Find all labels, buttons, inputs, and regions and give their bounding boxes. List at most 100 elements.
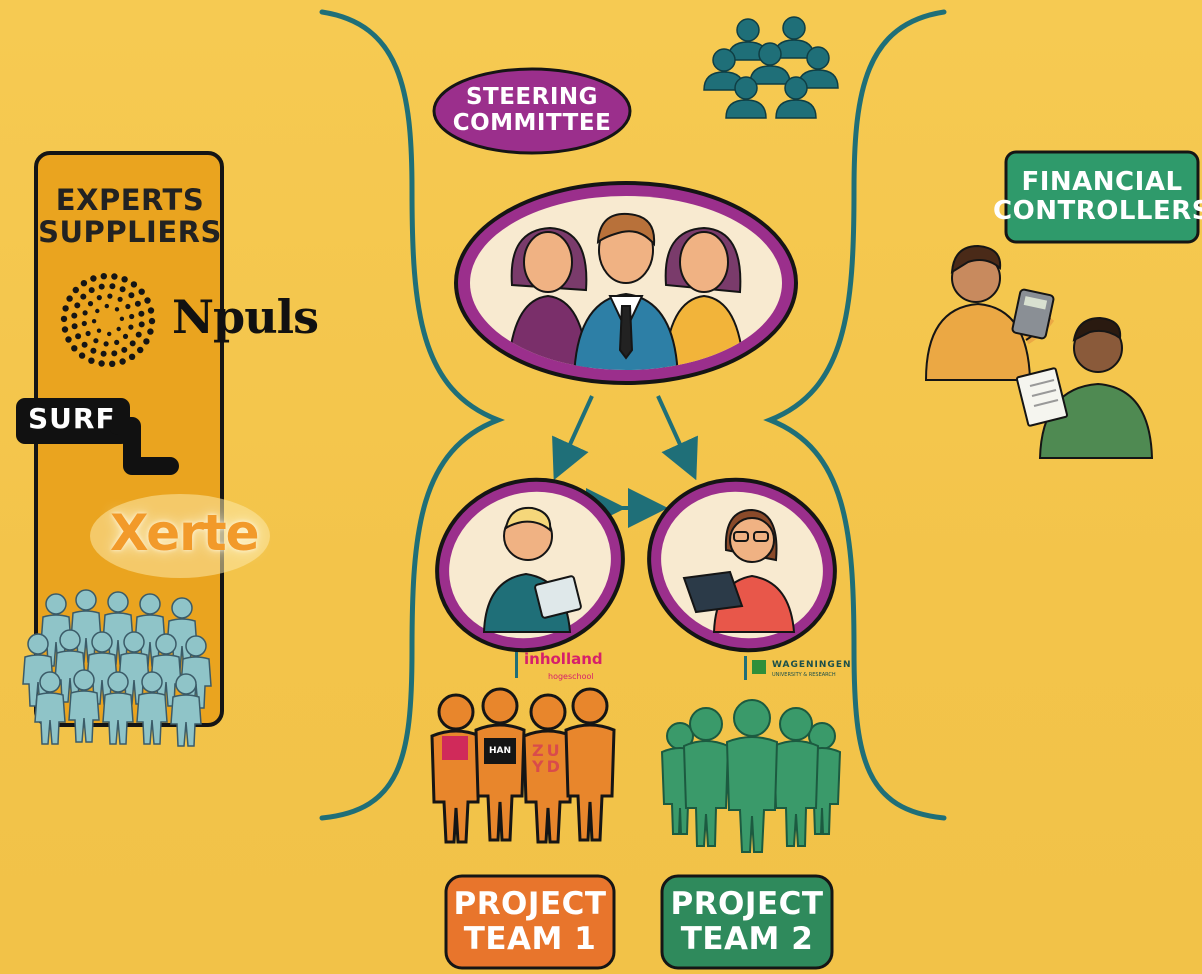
sunburst-dot: [121, 346, 128, 353]
project-team-1-line1: PROJECT: [453, 886, 607, 923]
sunburst-dot: [100, 350, 107, 357]
sunburst-dot: [109, 283, 116, 290]
sunburst-dot: [87, 301, 94, 307]
steering-committee-portrait-icon: [454, 181, 798, 385]
xerte-glow: [90, 494, 270, 578]
calculator-icon: [1011, 288, 1055, 340]
sunburst-dot: [111, 350, 118, 357]
sunburst-dot: [81, 341, 88, 348]
sunburst-dot: [62, 305, 69, 312]
project-team-2-badge: [660, 874, 834, 970]
sunburst-dot: [114, 307, 120, 312]
sunburst-dot: [121, 276, 128, 283]
sunburst-dot: [88, 287, 95, 294]
project-lead-1-icon: [435, 477, 625, 653]
sunburst-dot: [128, 324, 134, 330]
sunburst-dot: [65, 336, 72, 343]
right-brace: [763, 9, 947, 821]
sunburst-dot: [72, 286, 79, 294]
project-team-2-line1: PROJECT: [670, 886, 824, 923]
sunburst-dot: [129, 313, 135, 320]
financial-controllers-badge: [1004, 150, 1200, 244]
sunburst-dot: [78, 352, 86, 359]
financial-line2: CONTROLLERS: [993, 196, 1202, 226]
steering-line1: STEERING: [465, 84, 599, 111]
sunburst-dot: [119, 286, 126, 293]
zuyd-logo: ZU YD: [532, 743, 566, 775]
wageningen-subtitle: UNIVERSITY & RESEARCH: [772, 672, 836, 678]
sunburst-dot: [98, 283, 105, 290]
sunburst-dot: [117, 296, 123, 302]
financial-controller-2-icon: [1038, 316, 1154, 459]
sunburst-dot: [122, 333, 129, 339]
sunburst-dot: [98, 360, 105, 367]
inholland-logo: inholland: [524, 650, 603, 668]
steering-committee-label: STEERING COMMITTEE: [434, 70, 630, 152]
sunburst-dot: [125, 303, 131, 310]
sunburst-dot: [107, 331, 112, 337]
sunburst-dot: [100, 273, 107, 280]
sunburst-dot: [137, 346, 144, 354]
han-logo: HAN: [488, 746, 512, 756]
sunburst-dot: [138, 310, 145, 317]
sunburst-dot: [74, 302, 81, 309]
people-group-icon: [703, 16, 839, 119]
sunburst-dot: [129, 340, 136, 347]
sunburst-dot: [130, 281, 138, 288]
left-brace: [319, 9, 505, 821]
npuls-logo: Npuls: [172, 290, 319, 344]
project-team-1-badge: [444, 874, 616, 970]
project-team-1-people-icon: [430, 687, 616, 844]
sunburst-dot: [88, 357, 95, 364]
project-team-2-line2: TEAM 2: [680, 921, 814, 957]
project-team-1-line2: TEAM 1: [463, 921, 597, 957]
sunburst-dot: [96, 328, 102, 333]
npuls-sunburst-icon: [60, 273, 156, 367]
sunburst-dot: [82, 310, 88, 316]
document-icon: [1015, 367, 1069, 427]
financial-controllers-label: FINANCIAL CONTROLLERS: [993, 152, 1202, 242]
project-team-1-label: PROJECT TEAM 1: [446, 876, 614, 968]
steering-committee-badge: [432, 67, 632, 155]
sunburst-dot: [114, 339, 120, 345]
sunburst-dot: [119, 358, 126, 365]
sunburst-dot: [119, 316, 125, 321]
project-lead-2-icon: [647, 477, 837, 653]
steering-line2: COMMITTEE: [452, 110, 612, 136]
sunburst-dot: [134, 300, 141, 307]
zuyd-line2: YD: [532, 757, 563, 776]
sunburst-dot: [107, 293, 113, 299]
financial-line1: FINANCIAL: [1021, 166, 1183, 197]
experts-line2: SUPPLIERS: [38, 215, 222, 249]
han-badge: [484, 738, 516, 764]
sunburst-dot: [60, 315, 68, 323]
sunburst-dot: [96, 295, 102, 301]
sunburst-dot: [95, 308, 100, 314]
sunburst-dot: [144, 297, 151, 304]
sunburst-dot: [138, 321, 145, 328]
sunburst-dot: [111, 273, 118, 280]
xerte-logo: Xerte: [110, 504, 260, 562]
sunburst-dot: [138, 288, 145, 295]
inholland-subtitle: hogeschool: [548, 672, 594, 681]
sunburst-dot: [116, 326, 121, 332]
sunburst-dot: [85, 330, 91, 337]
sunburst-dot: [91, 319, 97, 324]
sunburst-dot: [104, 303, 109, 309]
experts-line1: EXPERTS: [55, 182, 205, 217]
sunburst-dot: [93, 338, 99, 344]
sunburst-dot: [71, 312, 78, 319]
sunburst-dot: [75, 333, 82, 340]
sunburst-dot: [109, 360, 116, 367]
sunburst-dot: [143, 338, 150, 345]
sunburst-dot: [90, 347, 97, 354]
sunburst-dot: [147, 307, 155, 314]
wageningen-logo: WAGENINGEN: [772, 660, 852, 670]
project-team-2-people-icon: [660, 699, 842, 853]
sunburst-dot: [66, 295, 73, 302]
sunburst-dot: [147, 328, 154, 335]
sunburst-dot: [80, 293, 87, 300]
sunburst-dot: [135, 331, 142, 338]
